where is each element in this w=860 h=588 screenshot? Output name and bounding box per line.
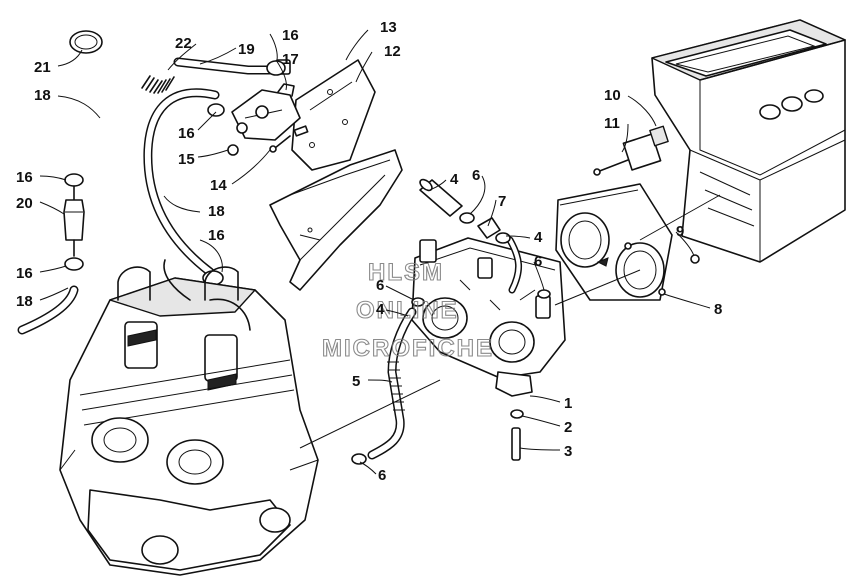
hose-18-lower (17, 285, 79, 335)
callout-17: 17 (282, 51, 299, 68)
callout-16-pump: 16 (178, 125, 195, 142)
fuel-pump (227, 59, 309, 156)
callout-18-top: 18 (34, 87, 51, 104)
callout-7: 7 (498, 193, 506, 210)
callout-16-filter-top: 16 (16, 169, 33, 186)
hose-18-middle (143, 88, 220, 277)
mounting-plate (291, 59, 376, 171)
carburetor-assembly (411, 237, 566, 397)
callout-6-left: 6 (376, 277, 384, 294)
callout-4-left: 4 (376, 301, 385, 318)
watermark: HLSM ONLINE MICROFICHE (321, 258, 494, 362)
callout-21: 21 (34, 59, 51, 76)
intake-adapter (555, 183, 700, 301)
callout-14: 14 (210, 177, 227, 194)
hose-19 (173, 57, 275, 75)
callout-16-top: 16 (282, 27, 299, 44)
watermark-line-2: ONLINE (356, 297, 459, 324)
callout-5: 5 (352, 373, 360, 390)
callout-18-middle: 18 (208, 203, 225, 220)
callout-18-bottom: 18 (16, 293, 33, 310)
assembly-axis-lines (299, 194, 721, 449)
hose-5 (367, 307, 417, 460)
callout-6-top: 6 (472, 167, 480, 184)
callout-labels: 21 18 22 19 16 17 13 12 16 15 14 18 16 1… (16, 19, 722, 484)
hose-18-upper (61, 26, 265, 178)
hose-4-upper (419, 178, 463, 217)
watermark-line-1: HLSM (368, 259, 444, 286)
hose-clamp-21 (69, 30, 103, 54)
callout-2: 2 (564, 419, 572, 436)
callout-4-right: 4 (534, 229, 543, 246)
air-silencer-box (651, 19, 846, 263)
callout-6-right: 6 (534, 253, 542, 270)
callout-4-top: 4 (450, 171, 459, 188)
chassis-bracket (269, 149, 403, 291)
pulse-spring-22 (141, 75, 175, 94)
drain-plug (510, 409, 524, 419)
callout-16-filter-bottom: 16 (16, 265, 33, 282)
resistor-connector (593, 125, 669, 176)
watermark-line-3: MICROFICHE (322, 335, 494, 362)
callout-8: 8 (714, 301, 722, 318)
callout-1: 1 (564, 395, 572, 412)
fuel-filter (63, 185, 85, 257)
callout-20: 20 (16, 195, 33, 212)
callout-6-bottom: 6 (378, 467, 386, 484)
leader-lines (39, 29, 711, 475)
callout-10: 10 (604, 87, 621, 104)
callout-19: 19 (238, 41, 255, 58)
engine-assembly (59, 259, 319, 576)
callout-16-middle: 16 (208, 227, 225, 244)
drain-tube (511, 427, 521, 461)
callout-11: 11 (604, 115, 620, 132)
fuel-tee-7 (477, 217, 501, 239)
callout-12: 12 (384, 43, 401, 60)
callout-9: 9 (676, 223, 684, 240)
hose-4-right (506, 236, 522, 294)
callout-15: 15 (178, 151, 195, 168)
callout-13: 13 (380, 19, 397, 36)
callout-22: 22 (175, 35, 192, 52)
clamps-6 (351, 212, 551, 465)
callout-3: 3 (564, 443, 572, 460)
